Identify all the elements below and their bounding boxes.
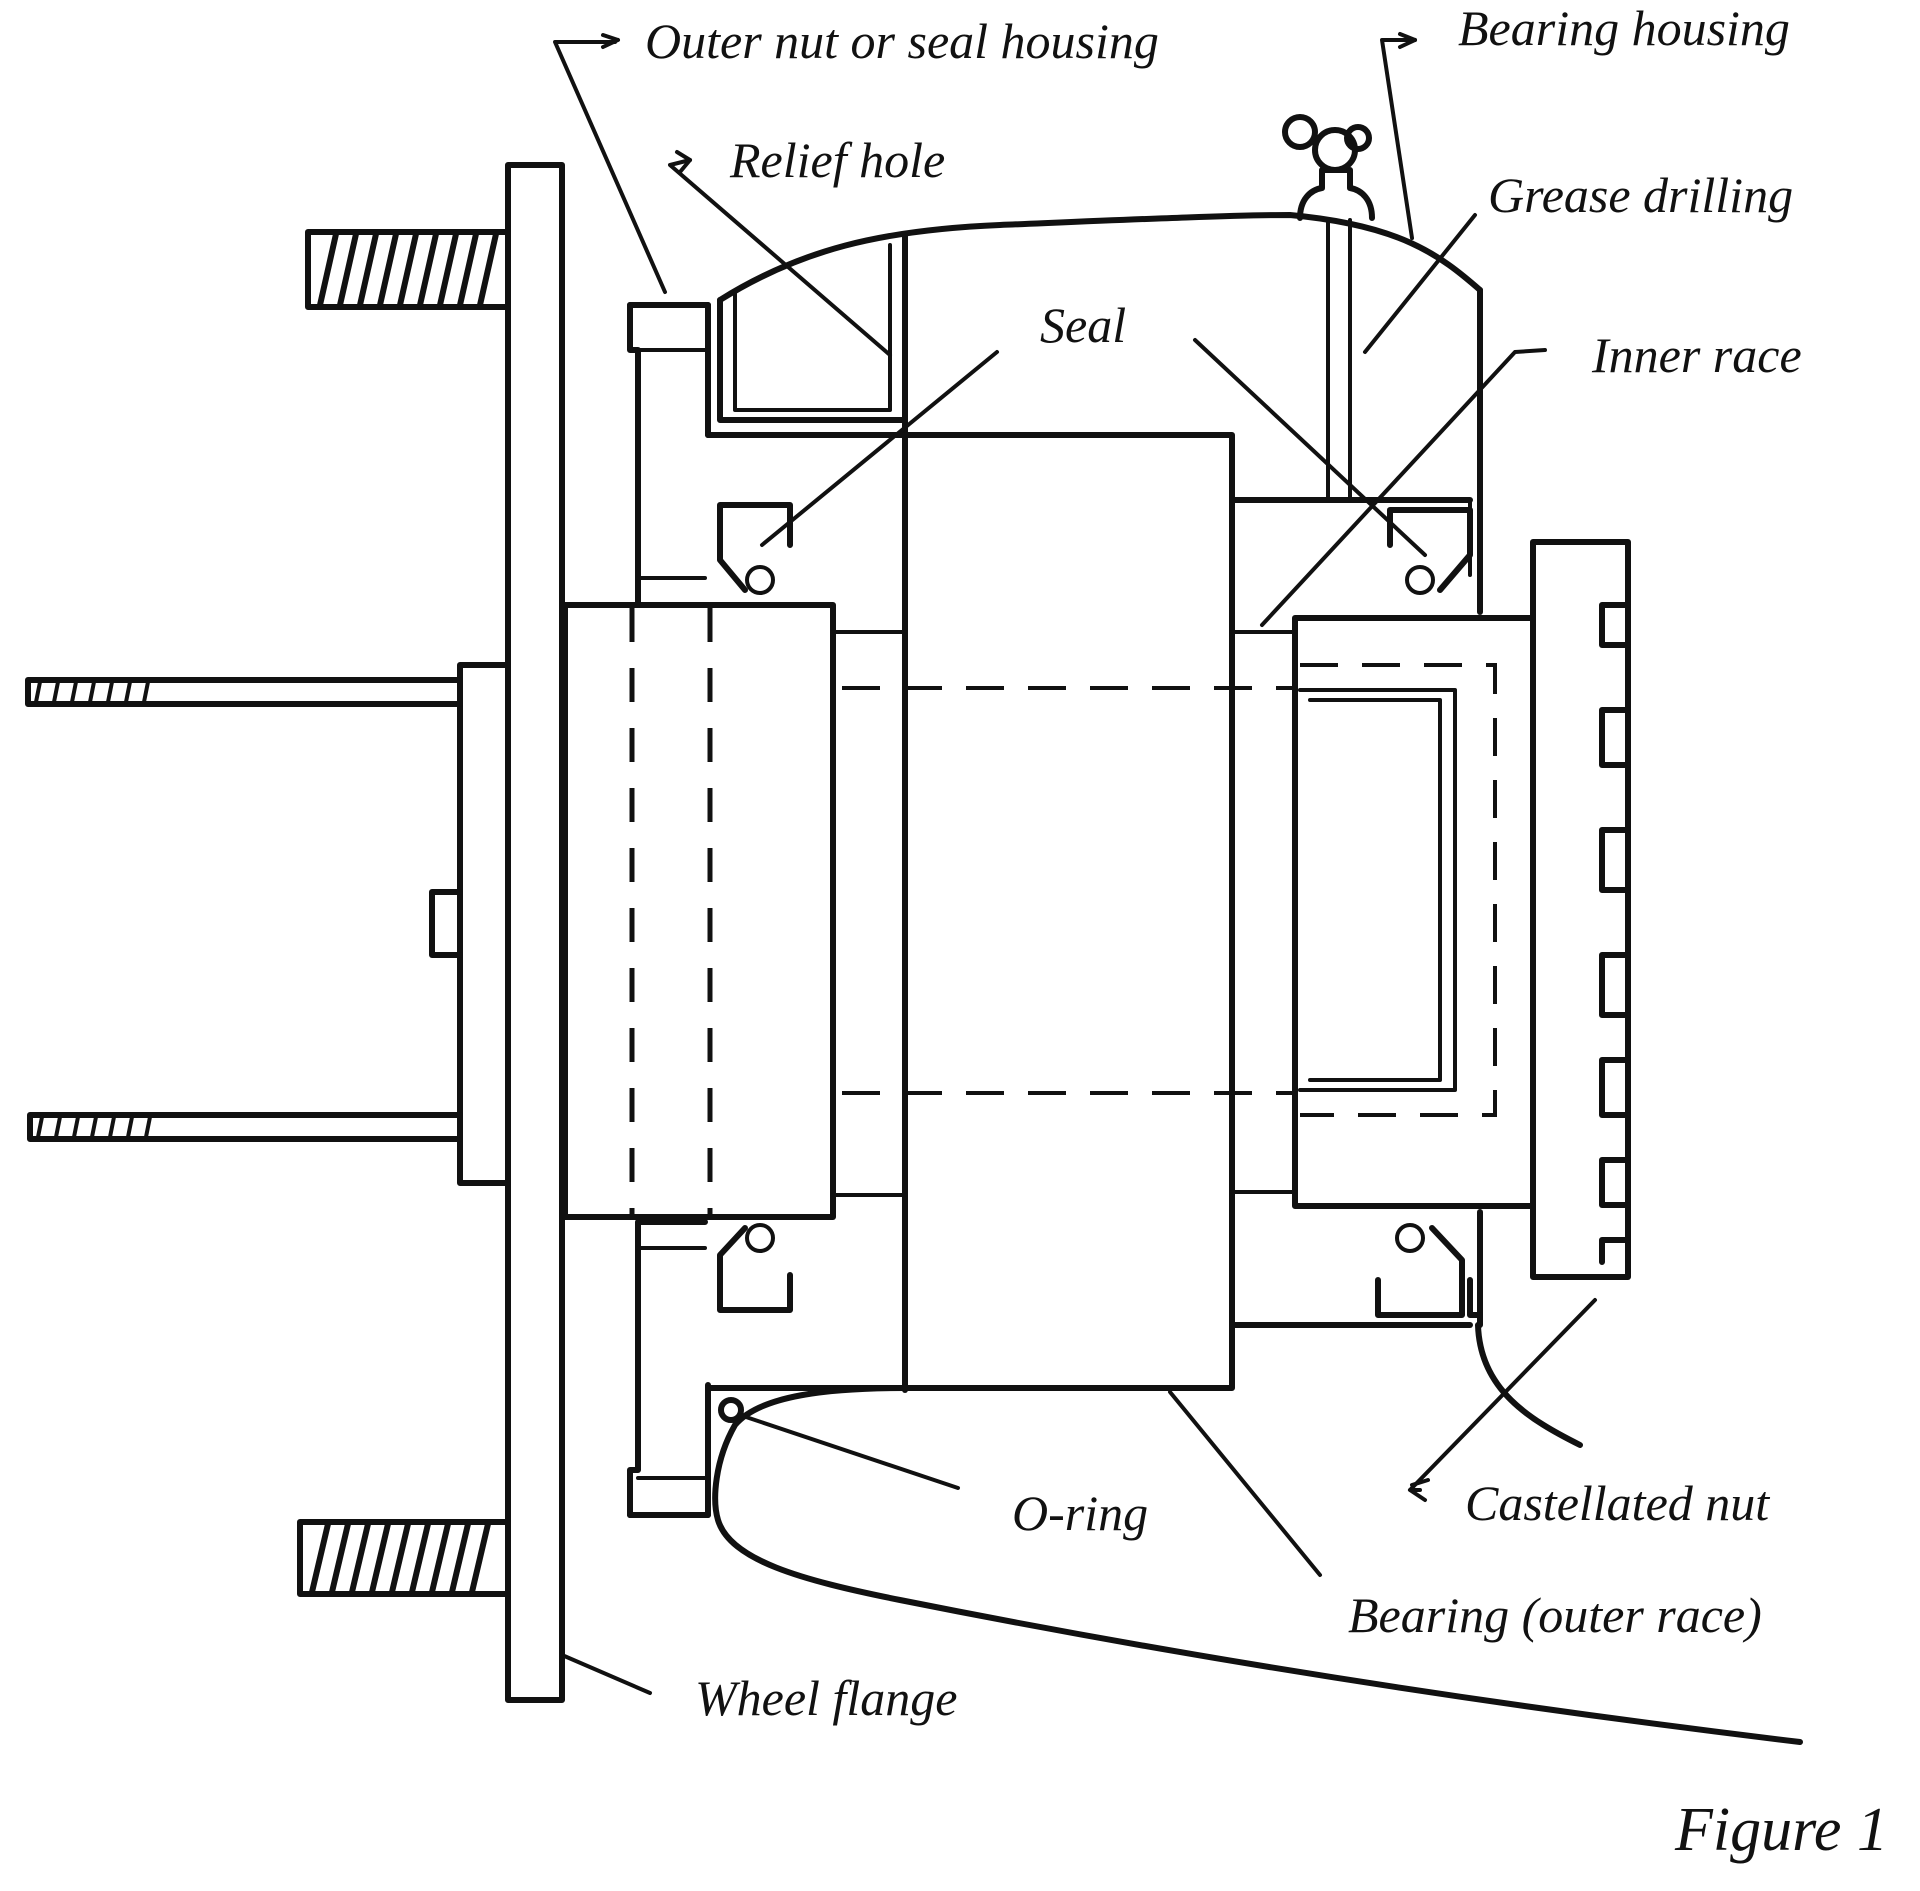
seal-top-left [717,502,793,595]
seal-top-right [1387,507,1473,595]
label-castellated-nut: Castellated nut [1465,1475,1770,1531]
figure-label: Figure 1 [1674,1796,1888,1864]
split-pin [1475,1322,1583,1448]
label-outer-nut: Outer nut or seal housing [645,13,1159,69]
label-seal: Seal [1040,297,1126,353]
bearing-outer-race [842,432,1295,1391]
outer-nut-seal-housing [627,302,908,1518]
castellated-nut [1467,539,1631,1328]
wheel-stud-bottom [297,1519,511,1597]
labels: Outer nut or seal housing Bearing housin… [645,0,1888,1864]
label-relief-hole: Relief hole [729,132,945,188]
axle-casing [705,1385,1803,1745]
inner-race-right [1230,615,1536,1209]
label-bearing-housing: Bearing housing [1458,0,1790,56]
grease-nipple [1282,114,1375,221]
label-grease-drilling: Grease drilling [1488,167,1793,223]
label-wheel-flange: Wheel flange [695,1670,957,1726]
leader-lines [553,32,1597,1695]
inner-race-left [562,602,907,1220]
o-ring [718,1397,744,1423]
seal-bottom-left [717,1223,793,1313]
label-o-ring: O-ring [1012,1485,1148,1541]
wheel-flange [505,162,565,1703]
seal-bottom-right [1375,1223,1465,1318]
label-bearing-outer-race: Bearing (outer race) [1348,1587,1762,1643]
wheel-stud-top [305,229,511,310]
axle-stub [25,662,511,1186]
label-inner-race: Inner race [1591,327,1802,383]
